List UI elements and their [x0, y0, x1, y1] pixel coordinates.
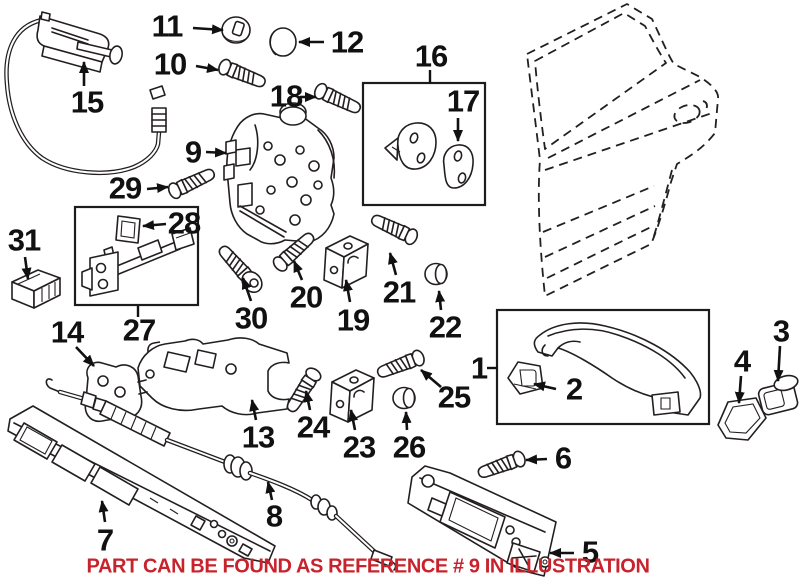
callout-10: 10 [153, 46, 187, 82]
part-5-handle-bracket-illustration [407, 465, 557, 577]
part-13-handle-carrier-illustration [84, 337, 290, 423]
part-6-screw-illustration [475, 448, 528, 483]
callout-19: 19 [336, 302, 370, 338]
part-4-gasket-illustration [717, 397, 767, 441]
callout-9: 9 [184, 134, 202, 170]
callout-2: 2 [565, 371, 583, 407]
callout-31: 31 [7, 222, 41, 258]
part-7-trim-strip-illustration [7, 405, 276, 564]
part-25-screw-illustration [374, 347, 428, 382]
callout-6: 6 [554, 440, 572, 476]
callout-21: 21 [382, 274, 416, 310]
part-11-grommet-illustration [221, 16, 251, 44]
callout-11: 11 [151, 8, 184, 44]
callout-28: 28 [167, 205, 201, 241]
callout-14: 14 [50, 314, 84, 350]
callout-25: 25 [437, 379, 471, 415]
callout-12: 12 [330, 24, 364, 60]
callout-15: 15 [70, 84, 104, 120]
callout-5: 5 [581, 534, 599, 570]
callout-29: 29 [108, 170, 142, 206]
part-24-screw-illustration [282, 364, 324, 416]
callout-7: 7 [96, 522, 114, 558]
callout-1: 1 [470, 350, 488, 386]
callout-8: 8 [265, 498, 283, 534]
callout-30: 30 [234, 300, 268, 336]
callout-26: 26 [392, 429, 426, 465]
part-12-cap-disc-illustration [269, 27, 297, 57]
callout-20: 20 [289, 279, 323, 315]
callout-3: 3 [772, 313, 790, 349]
part-26-cap-illustration [392, 386, 416, 410]
part-31-connector-illustration [11, 269, 61, 309]
callout-18: 18 [269, 78, 303, 114]
callout-16: 16 [414, 38, 448, 74]
callout-17: 17 [446, 83, 480, 119]
callout-22: 22 [428, 309, 462, 345]
part-30-head-hole [249, 278, 259, 288]
part-9-door-lock-illustration [223, 102, 336, 245]
callout-23: 23 [342, 429, 376, 465]
part-1-door-handle-box [495, 308, 711, 426]
callout-24: 24 [296, 409, 330, 445]
door-outline-illustration [526, 3, 719, 297]
part-10-screw-illustration [215, 56, 269, 92]
callout-4: 4 [733, 343, 751, 379]
footer-reference-note: PART CAN BE FOUND AS REFERENCE # 9 IN IL… [86, 555, 650, 578]
callout-13: 13 [241, 419, 275, 455]
callout-arrows [21, 24, 784, 558]
part-27-door-check-box [73, 205, 200, 307]
part-22-cap-illustration [424, 262, 448, 286]
part-29-screw-illustration [165, 164, 218, 202]
part-18-screw-illustration [311, 80, 364, 118]
part-8-bowden-cable-illustration [45, 378, 397, 571]
part-15-release-cable-illustration [4, 11, 167, 176]
callout-27: 27 [122, 312, 156, 348]
part-16-gasket-kit-box [361, 81, 487, 207]
part-21-screw-illustration [368, 210, 421, 248]
